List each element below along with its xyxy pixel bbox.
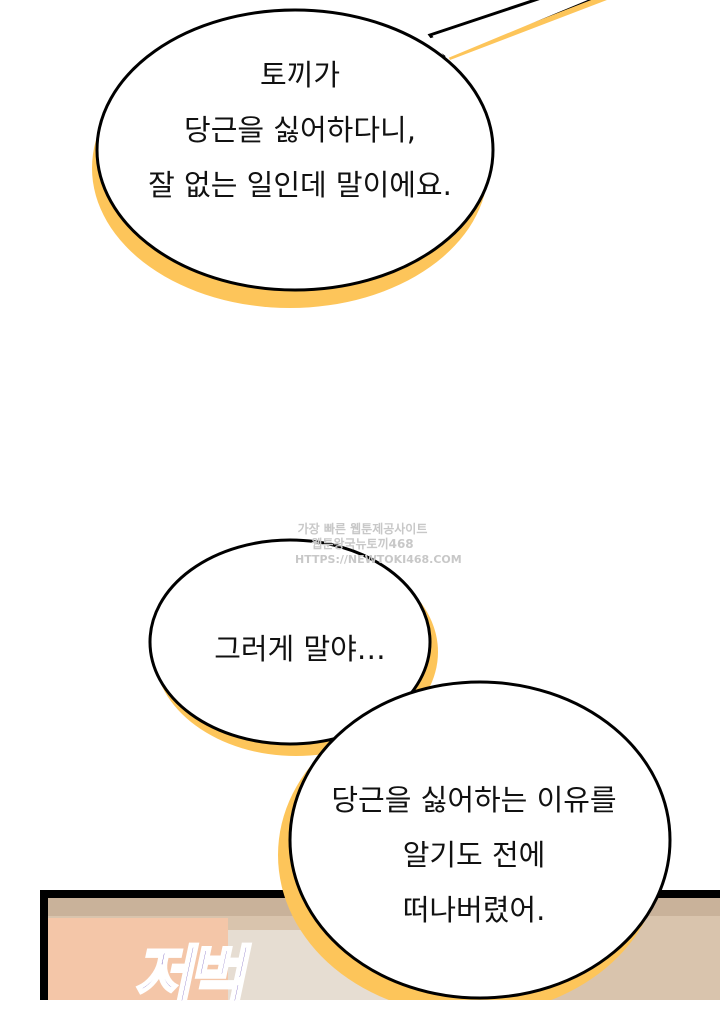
bubble-3-text: 당근을 싫어하는 이유를 알기도 전에 떠나버렸어. bbox=[331, 773, 616, 938]
dialogue-line: 당근을 싫어하는 이유를 bbox=[331, 783, 617, 817]
dialogue-line: 당근을 싫어하다니, bbox=[184, 113, 416, 147]
speech-bubble-2 bbox=[148, 538, 438, 756]
watermark-line: 웹툰왕국뉴토끼468 bbox=[311, 537, 414, 551]
bubble-2-text: 그러게 말야… bbox=[214, 622, 386, 677]
speech-bubble-1 bbox=[92, 0, 607, 308]
watermark: 가장 빠른 웹툰제공사이트 웹툰왕국뉴토끼468 HTTPS://NEWTOKI… bbox=[295, 522, 462, 567]
bubble-1-text: 토끼가 당근을 싫어하다니, 잘 없는 일인데 말이에요. bbox=[148, 48, 452, 213]
watermark-line: 가장 빠른 웹툰제공사이트 bbox=[297, 522, 428, 536]
speech-bubble-3 bbox=[278, 680, 672, 1000]
watermark-url: HTTPS://NEWTOKI468.COM bbox=[295, 553, 462, 566]
dialogue-line: 그러게 말야… bbox=[214, 632, 386, 666]
sound-effect: 저벅 bbox=[129, 939, 253, 1016]
dialogue-line: 알기도 전에 bbox=[402, 838, 546, 872]
dialogue-line: 잘 없는 일인데 말이에요. bbox=[148, 168, 452, 202]
dialogue-line: 토끼가 bbox=[259, 58, 341, 92]
dialogue-line: 떠나버렸어. bbox=[402, 893, 546, 927]
